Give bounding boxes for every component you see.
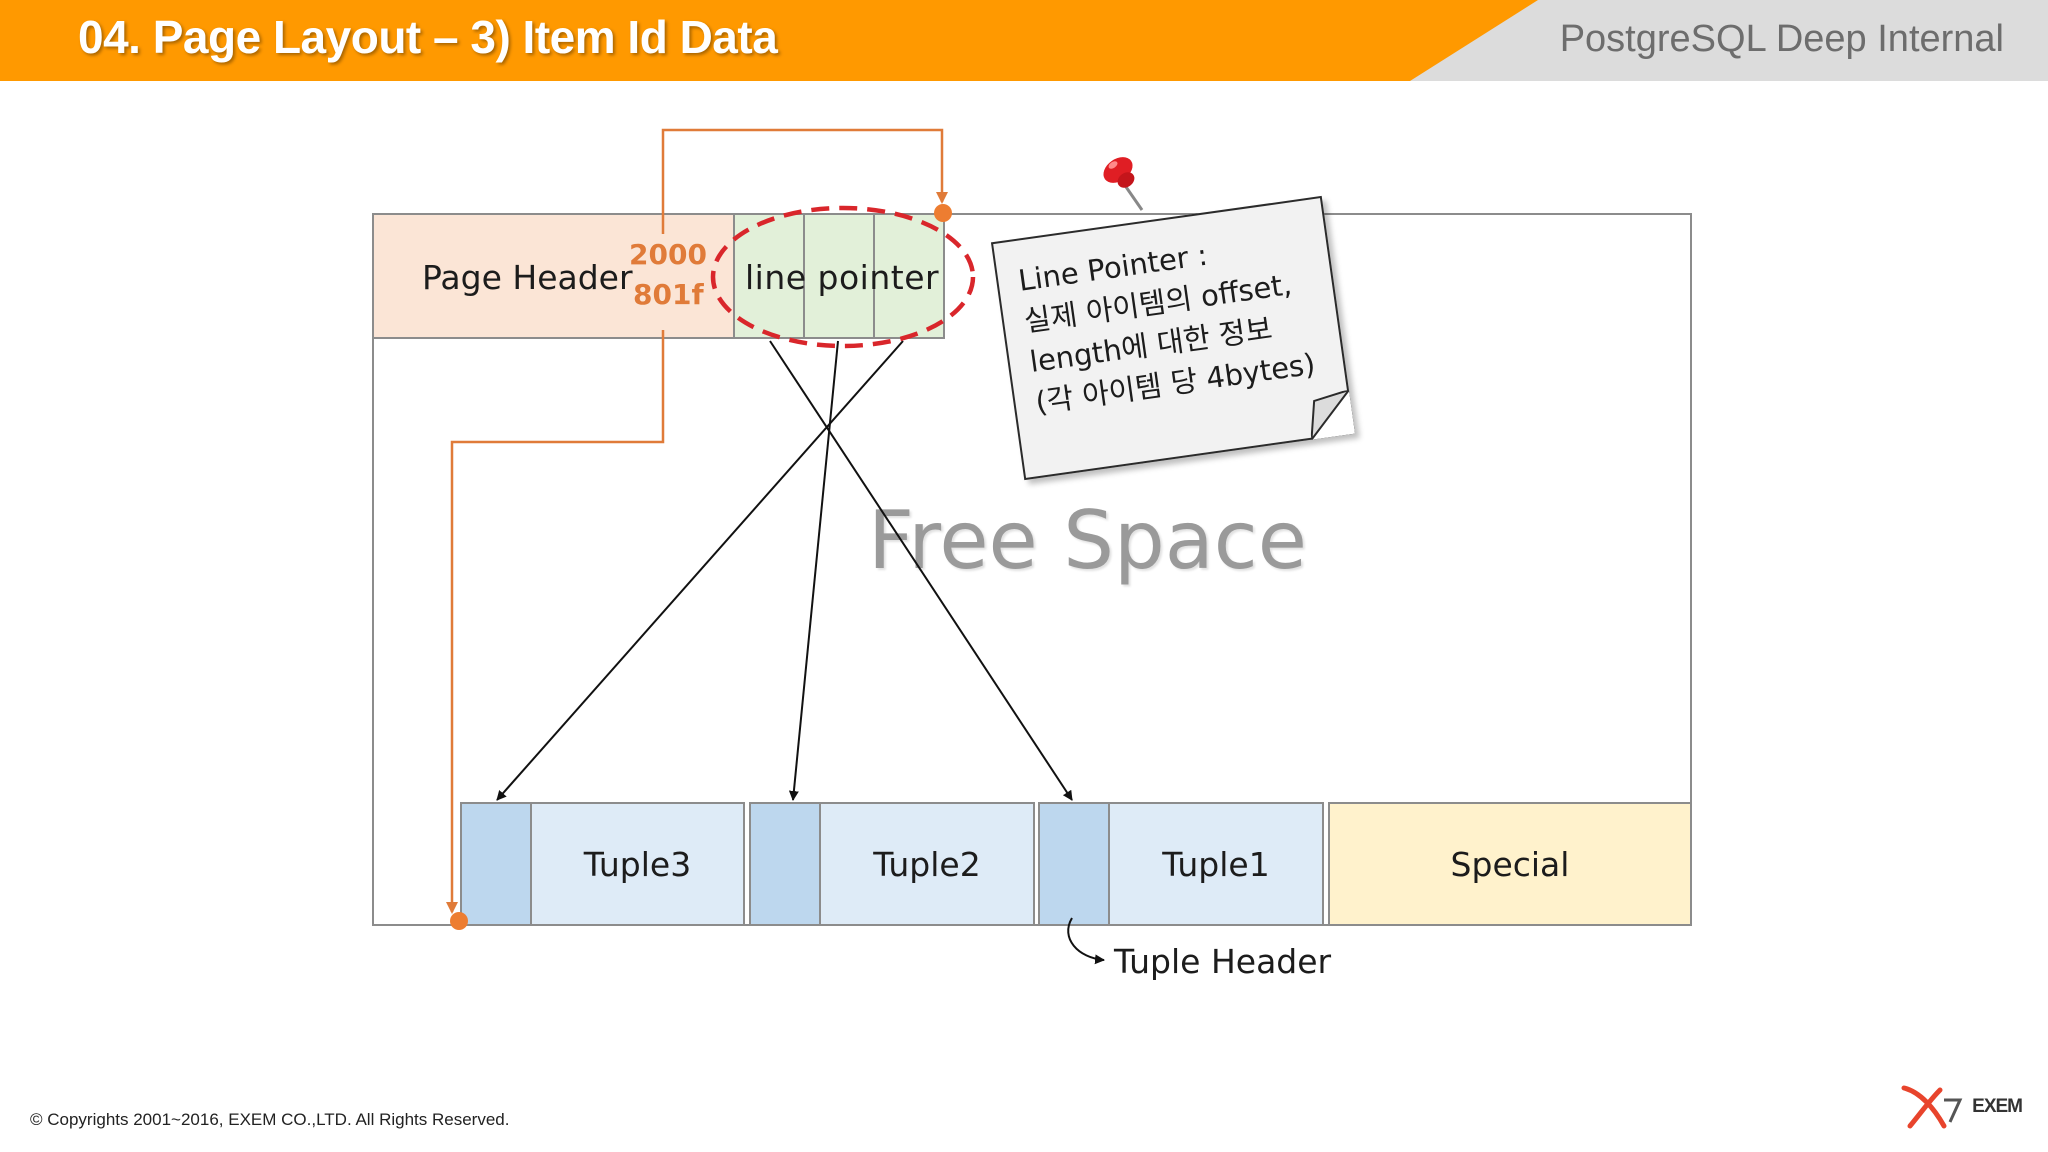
tuple1-label: Tuple1 xyxy=(1162,844,1270,884)
note-folded-corner-icon xyxy=(1310,390,1356,440)
special-box: Special xyxy=(1328,802,1692,926)
tuple2-label: Tuple2 xyxy=(873,844,981,884)
page-header-box: Page Header xyxy=(372,213,735,339)
exem-logo-icon xyxy=(1901,1085,1963,1129)
pushpin-icon xyxy=(1103,157,1144,211)
line-pointer-label: line pointer xyxy=(745,258,940,297)
free-space-label: Free Space xyxy=(868,494,1307,587)
slide-title: 04. Page Layout – 3) Item Id Data xyxy=(78,11,778,63)
note-text: Line Pointer : 실제 아이템의 offset, length에 대… xyxy=(1016,218,1346,424)
copyright-text: © Copyrights 2001~2016, EXEM CO.,LTD. Al… xyxy=(30,1110,510,1129)
tuple1-body: Tuple1 xyxy=(1108,802,1324,926)
course-title: PostgreSQL Deep Internal xyxy=(1559,18,2004,60)
tuple3-label: Tuple3 xyxy=(583,844,692,884)
tuple3-body: Tuple3 xyxy=(530,802,745,926)
page-header-label: Page Header xyxy=(422,258,633,297)
tuple2-header xyxy=(749,802,821,926)
flag-value-801f: 801f xyxy=(633,278,704,311)
tuple3-header xyxy=(460,802,532,926)
header-bar xyxy=(0,0,2048,81)
special-label: Special xyxy=(1450,844,1570,884)
flag-value-2000: 2000 xyxy=(629,238,707,271)
tuple-header-label: Tuple Header xyxy=(1114,942,1332,981)
tuple1-header xyxy=(1038,802,1110,926)
exem-logo-text: EXEM xyxy=(1972,1096,2023,1117)
tuple2-body: Tuple2 xyxy=(819,802,1035,926)
note-card: Line Pointer : 실제 아이템의 offset, length에 대… xyxy=(990,195,1356,481)
